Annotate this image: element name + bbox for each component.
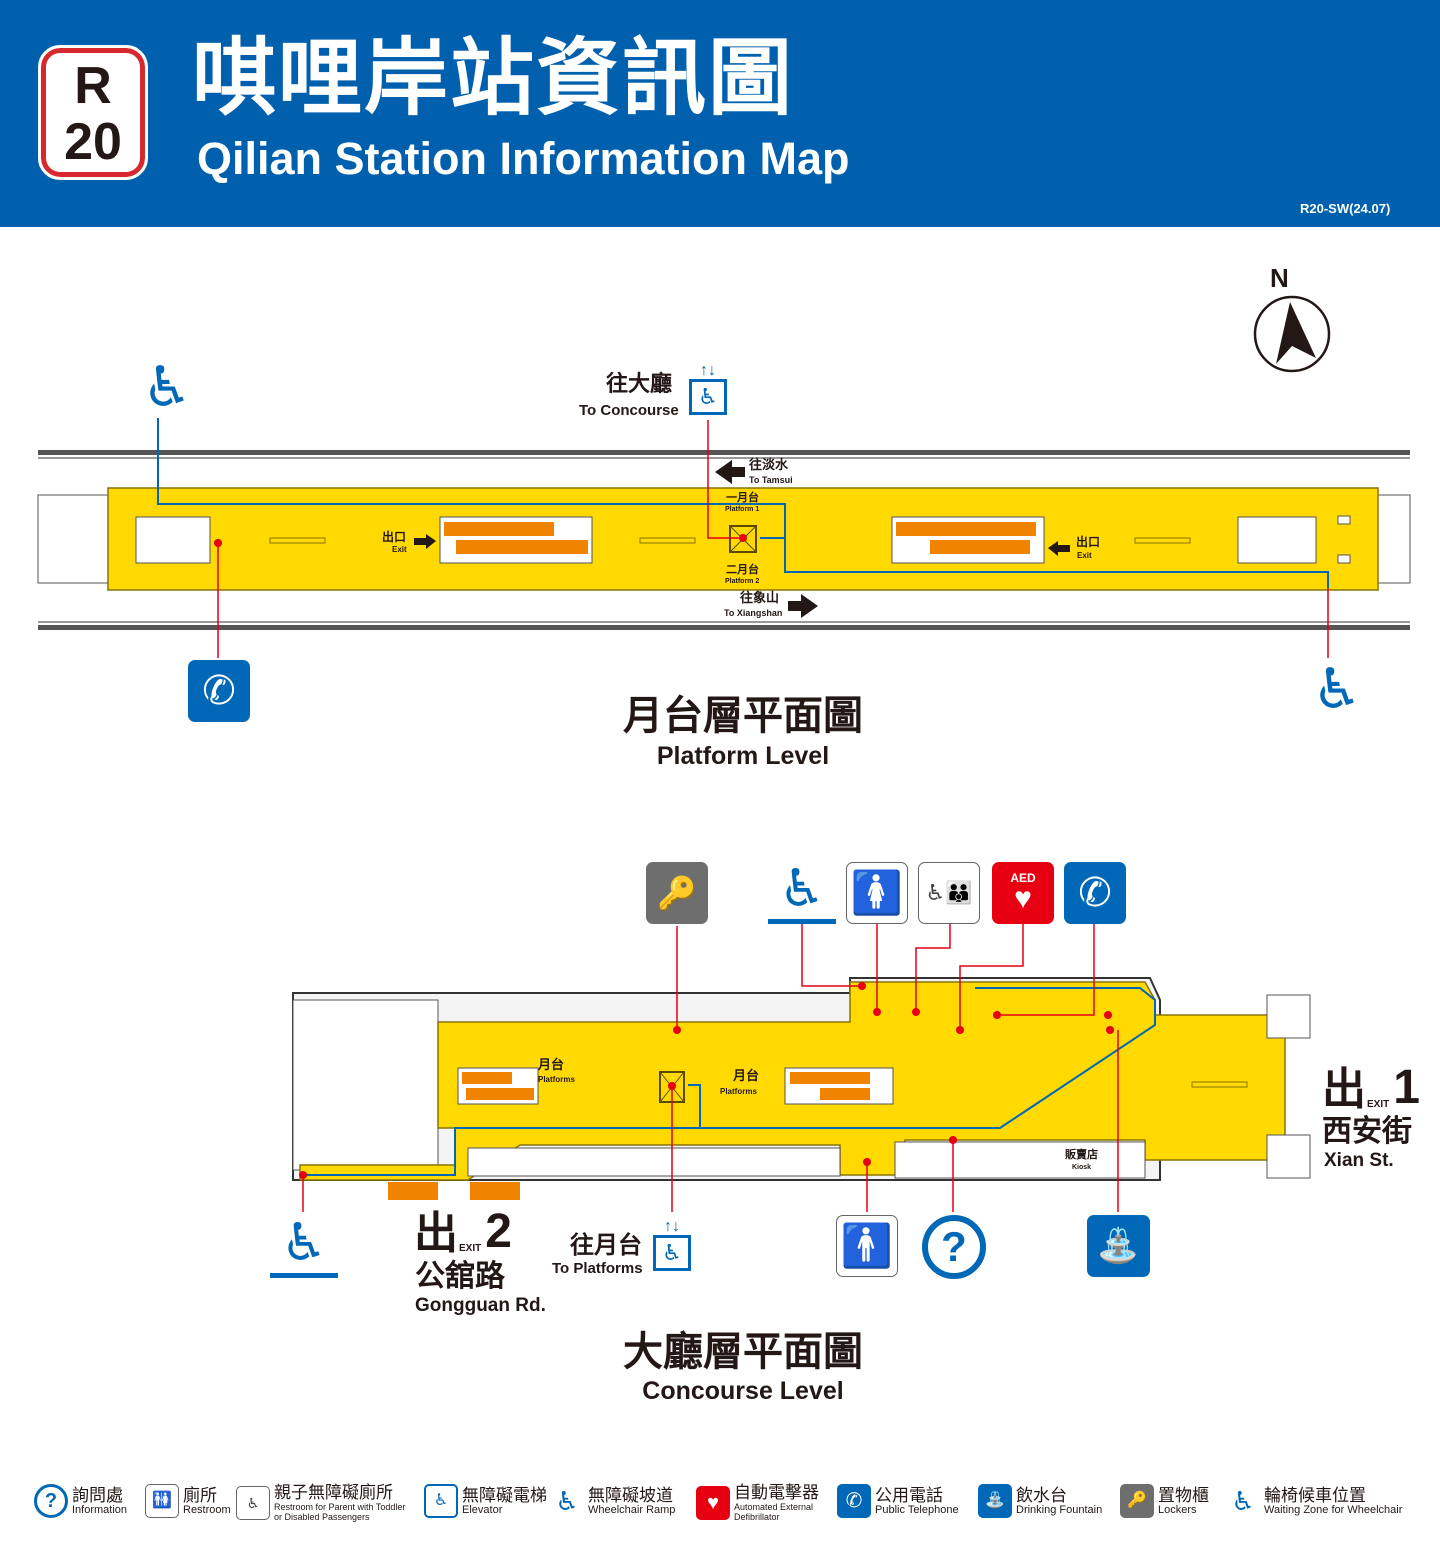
elevator-icon: ♿ [424, 1484, 458, 1518]
to-concourse-zh: 往大廳 [606, 372, 673, 397]
line-code: R [74, 57, 112, 115]
concourse-level-title-zh: 大廳層平面圖 [623, 1329, 863, 1375]
north-arrow-icon [1253, 295, 1331, 373]
to-xiangshan-zh: 往象山 [740, 591, 780, 606]
drinking-fountain-icon: ⛲ [1087, 1215, 1150, 1277]
to-platforms-zh: 往月台 [570, 1231, 642, 1259]
exit1-street-en: Xian St. [1324, 1150, 1394, 1171]
platform2-en: Platform 2 [725, 578, 760, 585]
exit-right-zh: 出口 [1076, 535, 1101, 549]
wheelchair-ramp-icon: ♿ [270, 1212, 338, 1278]
platforms-right-zh: 月台 [733, 1069, 760, 1084]
telephone-icon: ✆ [1064, 862, 1126, 924]
platform-level-title-en: Platform Level [656, 742, 830, 770]
platforms-right-en: Platforms [720, 1087, 757, 1096]
platform2-zh: 二月台 [726, 563, 759, 576]
to-xiangshan-en: To Xiangshan [724, 608, 783, 618]
kiosk-en: Kiosk [1072, 1164, 1092, 1171]
station-logo: R 20 [38, 45, 148, 180]
compass-label: N [1270, 263, 1289, 293]
to-platforms-en: To Platforms [552, 1260, 643, 1277]
header-banner: R 20 唭哩岸站資訊圖 Qilian Station Information … [0, 0, 1440, 227]
concourse-escalators [388, 1067, 894, 1200]
exit-left-en: Exit [392, 545, 407, 554]
station-number: 20 [64, 113, 122, 171]
kiosk-zh: 販賣店 [1065, 1148, 1098, 1161]
family-restroom-icon: ♿👪 [918, 862, 980, 924]
restroom-icon: 🚻 [145, 1484, 179, 1518]
family-restroom-icon: ♿ [236, 1486, 270, 1520]
information-icon: ? [922, 1215, 986, 1279]
telephone-icon: ✆ [837, 1484, 871, 1518]
exit-left-zh: 出口 [382, 530, 407, 544]
female-restroom-icon: 🚺 [846, 862, 908, 924]
wheelchair-ramp-icon: ♿ [555, 1486, 579, 1516]
escalator-left [439, 516, 593, 564]
information-icon: ? [34, 1484, 68, 1518]
aed-icon: AED♥ [992, 862, 1054, 924]
telephone-icon: ✆ [188, 660, 250, 722]
exit2-number: 2 [485, 1205, 512, 1258]
platform-track-area [37, 450, 1411, 630]
platform1-en: Platform 1 [725, 506, 760, 513]
page-title: 唭哩岸站資訊圖 [192, 29, 795, 127]
elevator-icon: ↑↓♿ [688, 357, 728, 421]
concourse-level-title-en: Concourse Level [642, 1377, 844, 1405]
male-restroom-icon: 🚹 [836, 1215, 898, 1277]
to-concourse-en: To Concourse [579, 402, 679, 419]
exit2-street-zh: 公舘路 [415, 1259, 505, 1294]
escalator-right [891, 516, 1045, 564]
wheelchair-waiting-icon: ♿ [1231, 1486, 1255, 1516]
elevator-icon: ↑↓♿ [652, 1213, 692, 1277]
lockers-icon: 🔑 [646, 862, 708, 924]
exit2-street-en: Gongguan Rd. [415, 1295, 546, 1316]
page-subtitle: Qilian Station Information Map [197, 133, 850, 184]
platform-level-title-zh: 月台層平面圖 [623, 693, 863, 739]
wheelchair-ramp-icon: ♿ [768, 858, 836, 924]
exit-right-en: Exit [1077, 551, 1092, 560]
lockers-icon: 🔑 [1120, 1484, 1154, 1518]
wheelchair-waiting-icon: ♿ [1311, 657, 1363, 720]
platforms-left-zh: 月台 [538, 1058, 565, 1073]
wheelchair-waiting-icon: ♿ [141, 355, 193, 418]
exit1-street-zh: 西安街 [1322, 1114, 1412, 1149]
map-code: R20-SW(24.07) [1300, 201, 1391, 216]
drinking-fountain-icon: ⛲ [978, 1484, 1012, 1518]
to-tamsui-en: To Tamsui [749, 475, 793, 485]
aed-icon: ♥ [696, 1486, 730, 1520]
platforms-left-en: Platforms [538, 1075, 575, 1084]
platform1-zh: 一月台 [726, 491, 759, 504]
exit1-number: 1 [1393, 1061, 1420, 1114]
to-tamsui-zh: 往淡水 [749, 458, 789, 473]
